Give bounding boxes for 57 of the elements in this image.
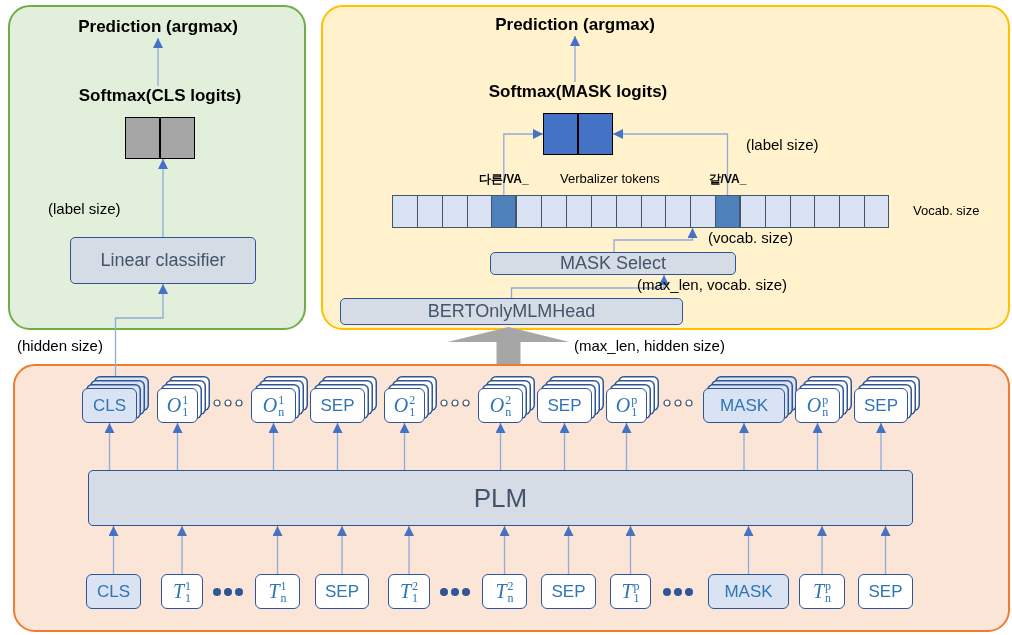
arrow [510,274,669,299]
arrow [404,525,414,575]
arrow [739,422,749,471]
panel [8,5,306,330]
process-box: MASK Select [490,252,736,275]
output-label: Prediction (argmax) [470,10,680,40]
arrow [499,525,510,575]
arrow [559,422,570,471]
token-box: SEP [858,574,913,609]
arrow [621,422,632,471]
arrow [272,525,283,575]
arrow [743,525,754,575]
output-label: Prediction (argmax) [55,12,261,42]
arrow [158,158,168,238]
classifier-box: Linear classifier [70,237,256,284]
caption: Verbalizer tokens [560,171,660,186]
panel [13,364,1010,632]
arrow [812,422,823,471]
process-box: BERTOnlyMLMHead [340,298,683,325]
arrow [332,422,343,471]
arrow [570,35,580,83]
arrow [177,525,187,575]
arrow [880,525,891,575]
arrow [817,525,827,575]
token-box: SEP [315,574,369,609]
arrow [108,525,119,575]
arrow [613,227,698,253]
panel [321,5,1010,330]
edge-label: (max_len, vocab. size) [637,276,788,293]
arrow [268,422,279,471]
edge-label: (label size) [746,136,819,153]
arrow [399,422,410,471]
token-box: MASK [708,574,789,609]
model-box: PLM [88,470,913,526]
edge-label: (vocab. size) [708,229,794,246]
arrow [625,525,636,575]
arrow [172,422,183,471]
edge-label: (hidden size) [17,337,103,354]
arrow [876,422,886,471]
token-label: 같/VA_ [707,171,748,188]
heading: Softmax(MASK logits) [487,82,669,102]
edge-label: (label size) [48,200,121,217]
arrow [563,525,574,575]
arrow [153,37,163,87]
size-label: Vocab. size [913,203,980,218]
arrow [114,283,168,377]
token-box: SEP [541,574,596,609]
arrow [503,129,544,196]
token-box: CLS [86,574,141,609]
heading: Softmax(CLS logits) [77,86,243,106]
token-label: 다른/VA_ [477,171,530,188]
arrow [612,129,729,196]
arrow [495,422,506,471]
block-arrow [447,327,570,364]
arrow [337,525,347,575]
arrow [104,422,115,471]
edge-label: (max_len, hidden size) [574,337,725,354]
